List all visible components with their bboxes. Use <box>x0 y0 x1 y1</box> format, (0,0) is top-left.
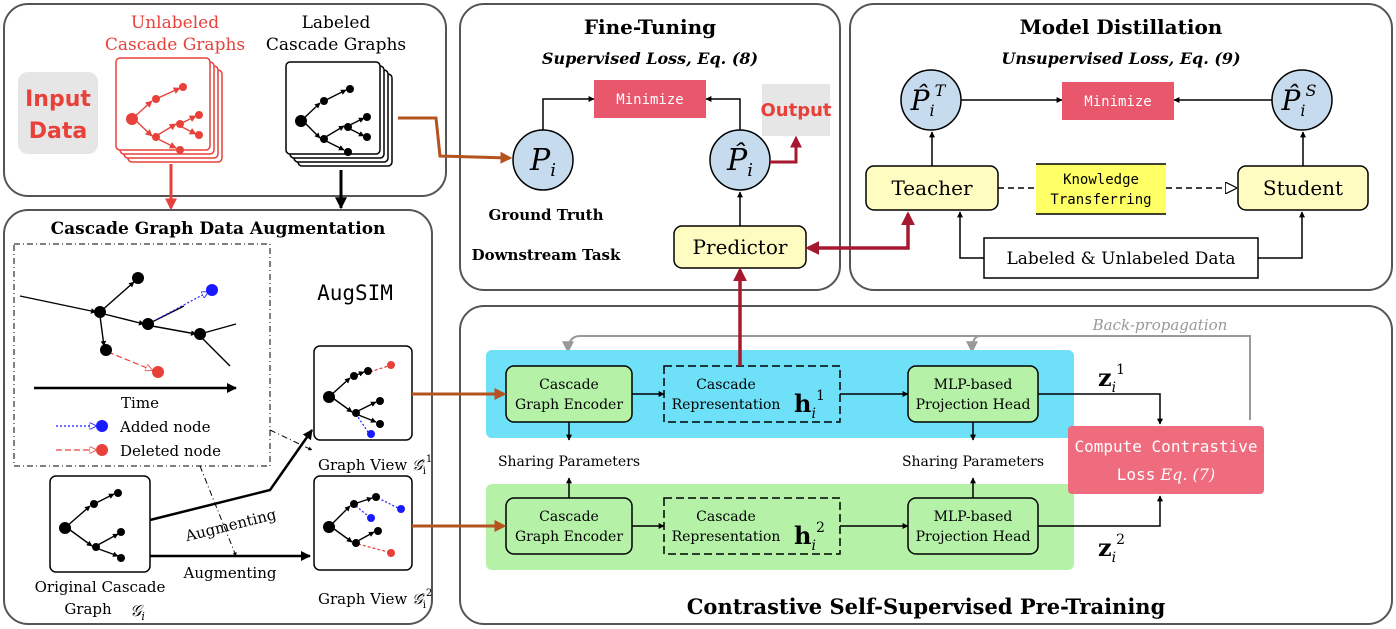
original-graph-box <box>49 475 151 573</box>
pred-to-output-arrow <box>770 135 802 164</box>
augmenting-arrow-1 <box>149 429 314 522</box>
distillation-title: Model Distillation <box>1020 15 1223 39</box>
knowledge-label-1: Knowledge <box>1063 172 1139 188</box>
augmenting-label-2: Augmenting <box>183 564 277 582</box>
contrastive-loss-label-2: Loss Eq. (7) <box>1117 465 1215 484</box>
original-graph-symbol: 𝒢i <box>130 601 145 623</box>
input-data-label-1: Input <box>25 87 91 112</box>
graph-view-2-box <box>313 475 413 571</box>
student-label: Student <box>1263 176 1343 200</box>
unlabeled-graph-stack <box>115 57 223 163</box>
distill-minimize-box <box>1062 82 1174 120</box>
labeled-graph-stack <box>285 61 393 167</box>
sharing-label-2: Sharing Parameters <box>902 454 1044 470</box>
predictor-label: Predictor <box>693 235 788 259</box>
mlp-1-label-2: Projection Head <box>916 397 1031 413</box>
finetuning-title: Fine-Tuning <box>584 15 716 39</box>
graph-view-1-label: Graph View 𝒢̂i1 <box>318 454 432 477</box>
mlp1-to-loss-arrow <box>1038 393 1163 425</box>
augsim-label: AugSIM <box>317 281 393 305</box>
repr-1-label-2: Representation <box>672 397 781 413</box>
distillation-panel: Model Distillation Unsupervised Loss, Eq… <box>849 3 1393 291</box>
gt-to-minimize-arrow <box>542 96 595 130</box>
knowledge-box <box>1036 164 1166 214</box>
original-graph-label-2: Graph <box>64 600 112 618</box>
repr-2-label-2: Representation <box>672 529 781 545</box>
labeled-to-groundtruth-arrow <box>398 116 513 164</box>
augsim-example-graph <box>19 272 237 378</box>
output-box <box>762 84 830 136</box>
repr-2-box <box>663 497 841 555</box>
data-label: Labeled & Unlabeled Data <box>1007 249 1236 269</box>
labeled-title-1: Labeled <box>302 13 371 33</box>
repr-1-label-1: Cascade <box>696 377 756 393</box>
contrastive-loss-label-1: Compute Contrastive <box>1074 437 1257 456</box>
ground-truth-label: Ground Truth <box>489 206 604 224</box>
teacher-label: Teacher <box>891 176 972 200</box>
finetune-minimize-box <box>594 80 706 118</box>
unlabeled-title-1: Unlabeled <box>131 13 219 33</box>
distillation-subtitle: Unsupervised Loss, Eq. (9) <box>1001 49 1240 68</box>
mlp-2-box <box>907 497 1039 555</box>
pred-to-minimize-arrow <box>705 96 741 130</box>
time-label: Time <box>121 394 159 412</box>
mlp-2-label-2: Projection Head <box>916 529 1031 545</box>
finetuning-panel: Fine-Tuning Supervised Loss, Eq. (8) Min… <box>459 3 841 291</box>
augmentation-panel: Cascade Graph Data Augmentation AugSIM <box>3 209 433 625</box>
knowledge-label-2: Transferring <box>1050 192 1151 208</box>
original-graph <box>59 489 125 562</box>
unlabeled-title-2: Cascade Graphs <box>105 35 245 55</box>
data-to-teacher-arrow <box>957 211 984 259</box>
pretraining-panel: Contrastive Self-Supervised Pre-Training… <box>459 305 1393 625</box>
graph-view-2-label: Graph View 𝒢̂i2 <box>318 588 432 611</box>
mlp-2-label-1: MLP-based <box>934 509 1013 525</box>
data-to-student-arrow <box>1258 211 1305 259</box>
encoder-2-box <box>505 497 633 555</box>
downstream-label: Downstream Task <box>472 246 621 264</box>
labeled-title-2: Cascade Graphs <box>266 35 406 55</box>
finetune-minimize-label: Minimize <box>616 92 683 108</box>
finetuning-subtitle: Supervised Loss, Eq. (8) <box>542 49 758 68</box>
deleted-node-legend-dot <box>96 444 108 456</box>
augsim-legend-box <box>13 243 271 467</box>
encoder-1-label-1: Cascade <box>539 377 599 393</box>
backprop-label: Back-propagation <box>1092 316 1228 334</box>
input-data-box <box>18 72 98 154</box>
graph-view-1 <box>323 361 395 438</box>
encoder-2-label-1: Cascade <box>539 509 599 525</box>
encoder-2-label-2: Graph Encoder <box>515 529 623 545</box>
output-label: Output <box>760 100 831 121</box>
repr-1-box <box>663 365 841 423</box>
legend-to-view2-connector <box>199 465 237 557</box>
deleted-node-label: Deleted node <box>120 442 221 460</box>
pretraining-title: Contrastive Self-Supervised Pre-Training <box>687 594 1166 619</box>
backprop-to-encoder-arrow <box>562 335 980 354</box>
repr-2-label-1: Cascade <box>696 509 756 525</box>
mlp-1-box <box>907 365 1039 423</box>
encoder-1-label-2: Graph Encoder <box>515 397 623 413</box>
added-node-legend-dot <box>96 420 108 432</box>
input-data-label-2: Data <box>29 119 87 144</box>
graph-view-2 <box>323 493 405 557</box>
mlp-1-label-1: MLP-based <box>934 377 1013 393</box>
mlp2-to-loss-arrow <box>1038 495 1163 527</box>
predictor-teacher-arrow <box>805 211 915 255</box>
encoder-1-box <box>505 365 633 423</box>
augmentation-title: Cascade Graph Data Augmentation <box>51 219 386 239</box>
added-node-label: Added node <box>119 418 211 436</box>
distill-minimize-label: Minimize <box>1084 94 1151 110</box>
original-graph-label-1: Original Cascade <box>35 578 166 596</box>
sharing-label-1: Sharing Parameters <box>498 454 640 470</box>
contrastive-loss-box <box>1068 426 1264 494</box>
input-data-panel: Input Data Unlabeled Cascade Graphs <box>3 3 447 197</box>
data-box <box>983 237 1259 279</box>
